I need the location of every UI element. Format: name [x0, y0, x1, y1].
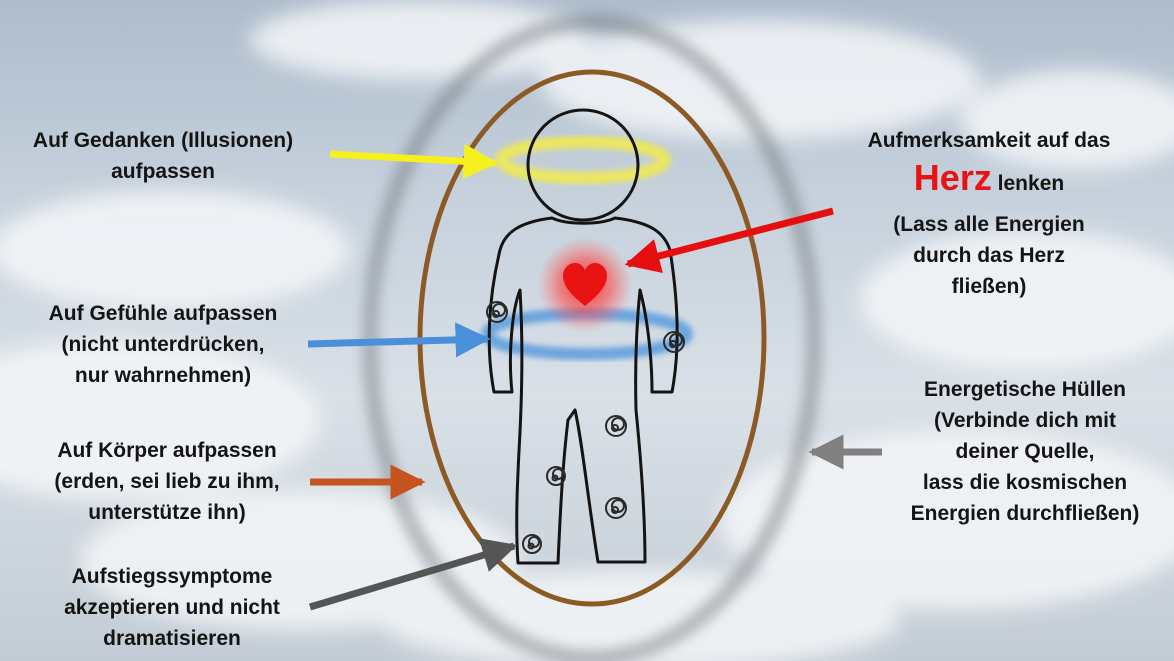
thoughts-arrow [329, 143, 499, 179]
ascension-label: Aufstiegssymptome akzeptieren und nicht … [64, 565, 280, 650]
head-halo [495, 136, 671, 184]
heart-arrow [624, 207, 834, 274]
figure-head [526, 108, 640, 222]
thoughts-label: Auf Gedanken (Illusionen) aufpassen [32, 129, 294, 183]
herz-word: Herz [913, 157, 992, 198]
herz-rest: lenken [997, 172, 1065, 195]
heart-icon [563, 263, 607, 306]
heart-line: Herz lenken [836, 156, 1142, 209]
ascension-arrow [308, 538, 518, 611]
heart-label: Aufmerksamkeit auf das Herz lenken (Lass… [836, 125, 1142, 302]
shells-label: Energetische Hüllen (Verbinde dich mit d… [910, 378, 1140, 525]
body-label: Auf Körper aufpassen (erden, sei lieb zu… [54, 439, 280, 524]
feelings-arrow [307, 322, 491, 358]
feelings-label: Auf Gefühle aufpassen (nicht unterdrücke… [48, 302, 278, 387]
energy-blockages [486, 301, 685, 554]
